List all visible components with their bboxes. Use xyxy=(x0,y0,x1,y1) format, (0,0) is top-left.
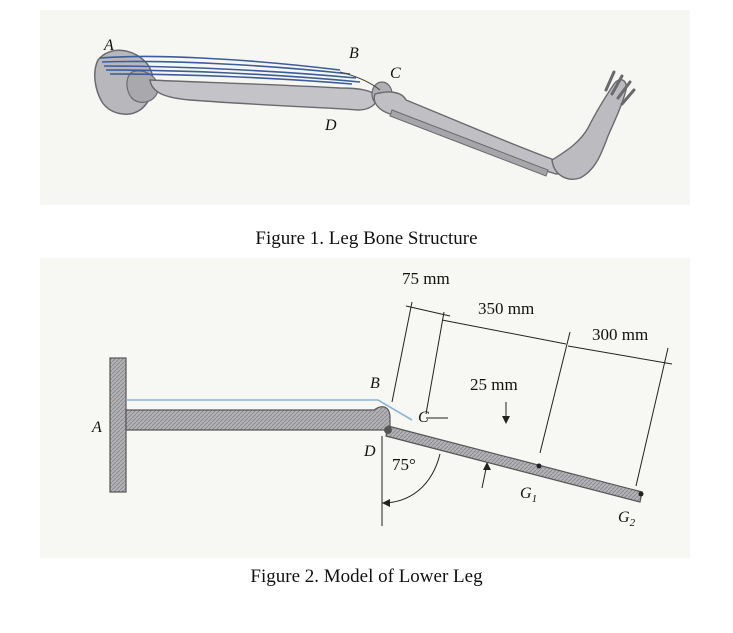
dim-25mm-label: 25 mm xyxy=(470,375,518,394)
tibia-bar xyxy=(385,425,643,503)
dim-75mm-label: 75 mm xyxy=(402,269,450,288)
arrowhead-25mm-top xyxy=(502,416,510,424)
dimension-lines xyxy=(391,301,673,489)
femur-bar xyxy=(125,406,391,431)
wall-support xyxy=(109,357,127,493)
fig2-point-c-label: C xyxy=(418,409,429,426)
center-g2-label: G2 xyxy=(618,509,636,529)
femur-bone xyxy=(149,79,377,111)
leg-bone-drawing: A B C D xyxy=(94,37,636,180)
fig2-point-d-label: D xyxy=(363,443,376,460)
lower-leg-model-drawing: A B C D G1 G2 75 mm 350 mm 300 mm 25 mm … xyxy=(91,269,673,529)
point-a-label: A xyxy=(103,37,114,54)
hamstring-muscles xyxy=(99,55,361,85)
figure-1-caption: Figure 1. Leg Bone Structure xyxy=(255,228,478,249)
point-b-label: B xyxy=(349,45,359,62)
point-d-label: D xyxy=(324,117,337,134)
center-g2-dot xyxy=(638,491,644,497)
center-g1-label: G1 xyxy=(520,485,537,505)
lower-leg-model: A B C D G1 G2 75 mm 350 mm 300 mm 25 mm … xyxy=(40,258,690,558)
figure-2-caption: Figure 2. Model of Lower Leg xyxy=(250,566,483,587)
leg-bone-illustration: A B C D xyxy=(40,10,690,205)
fig2-point-a-label: A xyxy=(91,419,102,436)
muscle-attachment-line xyxy=(339,71,381,91)
point-c-label: C xyxy=(390,65,401,82)
muscle-cable xyxy=(126,399,413,421)
center-g1-dot xyxy=(536,463,542,469)
dim-350mm-label: 350 mm xyxy=(478,299,534,318)
pin-d xyxy=(384,426,392,434)
fig2-point-b-label: B xyxy=(370,375,380,392)
foot-bones xyxy=(551,79,628,180)
fibula-bone xyxy=(389,109,549,177)
toe-bones xyxy=(604,70,636,106)
angle-label: 75° xyxy=(392,455,416,474)
dim-300mm-label: 300 mm xyxy=(592,325,648,344)
tibia-bone xyxy=(373,91,565,175)
arrowhead-25mm-bottom xyxy=(483,462,491,470)
angle-arc xyxy=(381,453,441,504)
angle-arrow xyxy=(382,499,390,507)
